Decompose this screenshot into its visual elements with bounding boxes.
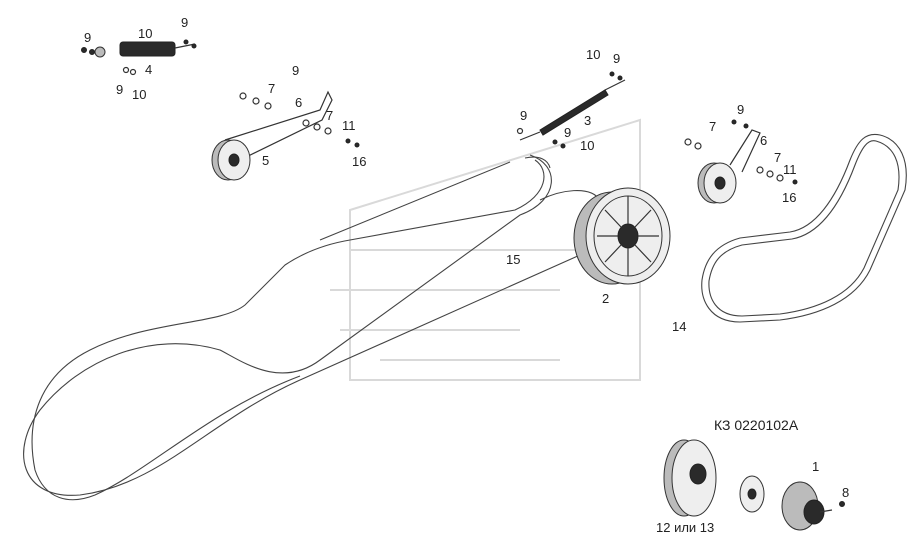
callout-labels: 9 10 9 4 9 10 9 7 6 7 11 16 5 10 9 9 3 9… bbox=[84, 15, 849, 535]
callout-6: 6 bbox=[760, 133, 767, 148]
callout-9: 9 bbox=[564, 125, 571, 140]
secondary-belt bbox=[701, 133, 907, 323]
callout-16: 16 bbox=[352, 154, 366, 169]
callout-9: 9 bbox=[116, 82, 123, 97]
callout-7: 7 bbox=[268, 81, 275, 96]
callout-10: 10 bbox=[138, 26, 152, 41]
callout-7: 7 bbox=[709, 119, 716, 134]
tensioner-assembly-5 bbox=[211, 90, 360, 181]
spring-4 bbox=[81, 39, 197, 76]
callout-10: 10 bbox=[586, 47, 600, 62]
callout-12-or-13: 12 или 13 bbox=[656, 520, 714, 535]
callout-9: 9 bbox=[181, 15, 188, 30]
callout-9: 9 bbox=[613, 51, 620, 66]
callout-6: 6 bbox=[295, 95, 302, 110]
callout-9: 9 bbox=[292, 63, 299, 78]
main-belt bbox=[23, 154, 605, 501]
callout-11: 11 bbox=[342, 118, 356, 133]
clutch-assembly bbox=[663, 439, 845, 531]
callout-7: 7 bbox=[326, 108, 333, 123]
callout-14: 14 bbox=[672, 319, 686, 334]
tensioner-assembly-6 bbox=[684, 119, 798, 204]
callout-2: 2 bbox=[602, 291, 609, 306]
callout-3: 3 bbox=[584, 113, 591, 128]
callout-7: 7 bbox=[774, 150, 781, 165]
large-pulley bbox=[573, 187, 671, 285]
callout-9: 9 bbox=[84, 30, 91, 45]
watermark-logo bbox=[330, 118, 641, 381]
spring-3 bbox=[516, 71, 626, 149]
callout-9: 9 bbox=[737, 102, 744, 117]
callout-9: 9 bbox=[520, 108, 527, 123]
callout-16: 16 bbox=[782, 190, 796, 205]
callout-10: 10 bbox=[132, 87, 146, 102]
callout-11: 11 bbox=[783, 162, 797, 177]
callout-10: 10 bbox=[580, 138, 594, 153]
drawing-code: КЗ 0220102А bbox=[714, 417, 799, 433]
callout-1: 1 bbox=[812, 459, 819, 474]
callout-8: 8 bbox=[842, 485, 849, 500]
callout-4: 4 bbox=[145, 62, 152, 77]
callout-5: 5 bbox=[262, 153, 269, 168]
callout-15: 15 bbox=[506, 252, 520, 267]
